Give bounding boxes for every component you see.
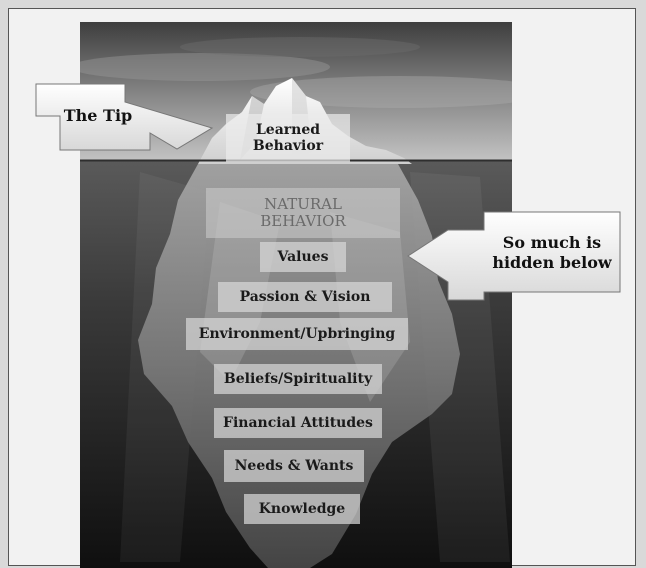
hidden-arrow bbox=[407, 211, 621, 301]
layer-needs-wants: Needs & Wants bbox=[224, 450, 364, 482]
tip-arrow bbox=[35, 83, 214, 151]
layer-environment-upbringing: Environment/Upbringing bbox=[186, 318, 408, 350]
layer-values: Values bbox=[260, 242, 346, 272]
layer-natural-behavior: NATURAL BEHAVIOR bbox=[206, 188, 400, 238]
layer-passion-vision: Passion & Vision bbox=[218, 282, 392, 312]
layer-knowledge: Knowledge bbox=[244, 494, 360, 524]
tip-callout-label: The Tip bbox=[63, 106, 133, 125]
layer-beliefs-spirituality: Beliefs/Spirituality bbox=[214, 364, 382, 394]
layer-financial-attitudes: Financial Attitudes bbox=[214, 408, 382, 438]
layer-learned-behavior: Learned Behavior bbox=[226, 114, 350, 162]
hidden-callout-label: So much is hidden below bbox=[492, 233, 612, 272]
